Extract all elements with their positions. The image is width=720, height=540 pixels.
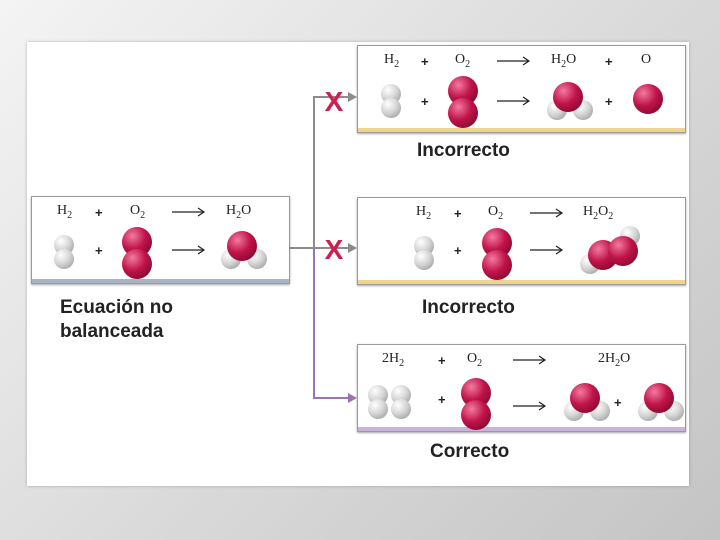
option3-panel: 2H2 + O2 2H2O + + xyxy=(357,344,686,432)
branch-bottom-arrowhead xyxy=(348,393,357,403)
product-2h2o: 2H2O xyxy=(598,351,631,369)
option1-panel: H2 + O2 H2O + O + + xyxy=(357,45,686,133)
reactant-2h2: 2H2 xyxy=(382,351,405,369)
unbalanced-label: Ecuación no balanceada xyxy=(60,296,173,344)
panel-bottom-bar xyxy=(358,427,685,431)
panel-bottom-bar xyxy=(358,128,685,132)
reactant-o2: O2 xyxy=(488,204,504,222)
panel-bottom-bar xyxy=(32,279,289,283)
cross-mark-mid: X xyxy=(325,234,344,265)
option3-verdict: Correcto xyxy=(430,441,510,462)
option2-verdict: Incorrecto xyxy=(422,297,515,318)
reaction-arrow xyxy=(172,207,206,217)
reactant-o2: O2 xyxy=(130,203,146,221)
product-h2o: H2O xyxy=(226,203,252,221)
product-o: O xyxy=(641,52,652,67)
plus-sign: + xyxy=(421,94,429,109)
reaction-arrow xyxy=(513,401,547,411)
reactant-h2: H2 xyxy=(57,203,73,221)
plus-sign: + xyxy=(454,206,462,221)
plus-sign: + xyxy=(605,54,613,69)
plus-sign: + xyxy=(438,392,446,407)
unbalanced-label-line2: balanceada xyxy=(60,321,164,342)
product-h2o: H2O xyxy=(551,52,577,70)
plus-sign: + xyxy=(95,243,103,258)
branch-mid-arrowhead xyxy=(348,243,357,253)
reaction-arrow xyxy=(530,245,564,255)
reactant-h2: H2 xyxy=(384,52,400,70)
branch-bottom-line xyxy=(313,248,348,399)
plus-sign: + xyxy=(438,353,446,368)
reaction-arrow xyxy=(513,355,547,365)
unbalanced-label-line1: Ecuación no xyxy=(60,297,173,318)
cross-mark-top: X xyxy=(325,86,344,117)
branch-top-arrowhead xyxy=(348,92,357,102)
reactant-h2: H2 xyxy=(416,204,432,222)
reaction-arrow xyxy=(172,245,206,255)
plus-sign: + xyxy=(614,395,622,410)
panel-bottom-bar xyxy=(358,280,685,284)
plus-sign: + xyxy=(95,205,103,220)
reactant-o2: O2 xyxy=(455,52,471,70)
branch-top-line xyxy=(313,96,348,248)
plus-sign: + xyxy=(605,94,613,109)
plus-sign: + xyxy=(454,243,462,258)
reactant-o2: O2 xyxy=(467,351,483,369)
option1-verdict: Incorrecto xyxy=(417,140,510,161)
option2-panel: H2 + O2 H2O2 + xyxy=(357,197,686,285)
reaction-arrow xyxy=(497,56,531,66)
product-h2o2: H2O2 xyxy=(583,204,614,222)
plus-sign: + xyxy=(421,54,429,69)
unbalanced-panel: H2 + O2 H2O + xyxy=(31,196,290,284)
reaction-arrow xyxy=(530,208,564,218)
reaction-arrow xyxy=(497,96,531,106)
